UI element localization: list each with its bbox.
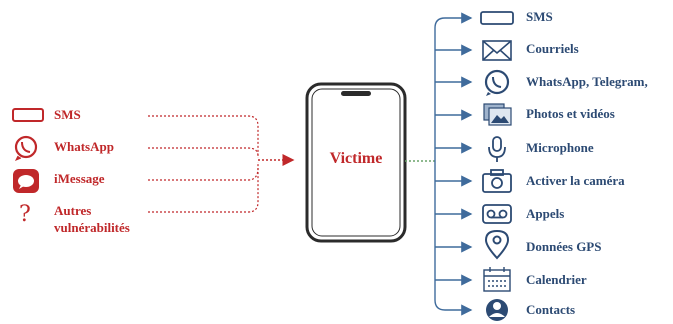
vector-label-whatsapp: WhatsApp: [54, 139, 114, 154]
vector-label-sms: SMS: [54, 107, 81, 122]
vector-imessage-icon: [13, 169, 39, 193]
vector-question-mark-icon: ?: [19, 202, 31, 227]
output-camera-icon: [482, 169, 512, 193]
output-location-pin-icon: [484, 229, 510, 260]
vector-label-imessage: iMessage: [54, 171, 105, 186]
vector-label-autres: Autres: [54, 203, 92, 218]
output-calendar-icon: [483, 267, 511, 292]
output-label-contacts: Contacts: [526, 302, 576, 317]
output-label-appels: Appels: [526, 206, 565, 221]
output-label-camera: Activer la caméra: [526, 173, 625, 188]
output-label-courriels: Courriels: [526, 41, 579, 56]
output-label-whatsapp-telegram: WhatsApp, Telegram,: [526, 74, 648, 89]
output-sms-icon: [480, 11, 514, 25]
output-label-microphone: Microphone: [526, 140, 594, 155]
vector-label-vulnerabilites: vulnérabilités: [54, 220, 130, 235]
output-photos-icon: [483, 103, 512, 126]
svg-text:?: ?: [19, 202, 31, 227]
victim-label: Victime: [329, 150, 383, 167]
vector-sms-icon: [12, 108, 44, 122]
output-label-calendrier: Calendrier: [526, 272, 587, 287]
output-trunk: [434, 17, 446, 311]
output-microphone-icon: [488, 136, 506, 162]
output-arrows: [435, 12, 473, 316]
output-envelope-icon: [482, 40, 512, 61]
output-voicemail-icon: [482, 204, 512, 224]
vector-whatsapp-icon: [14, 135, 38, 161]
output-contact-icon: [486, 299, 508, 321]
output-whatsapp-icon: [484, 69, 510, 96]
victim-phone: [305, 82, 407, 243]
output-label-sms: SMS: [526, 9, 553, 24]
vector-connectors: [148, 115, 259, 213]
output-label-gps: Données GPS: [526, 239, 602, 254]
output-label-photos: Photos et vidéos: [526, 106, 615, 121]
